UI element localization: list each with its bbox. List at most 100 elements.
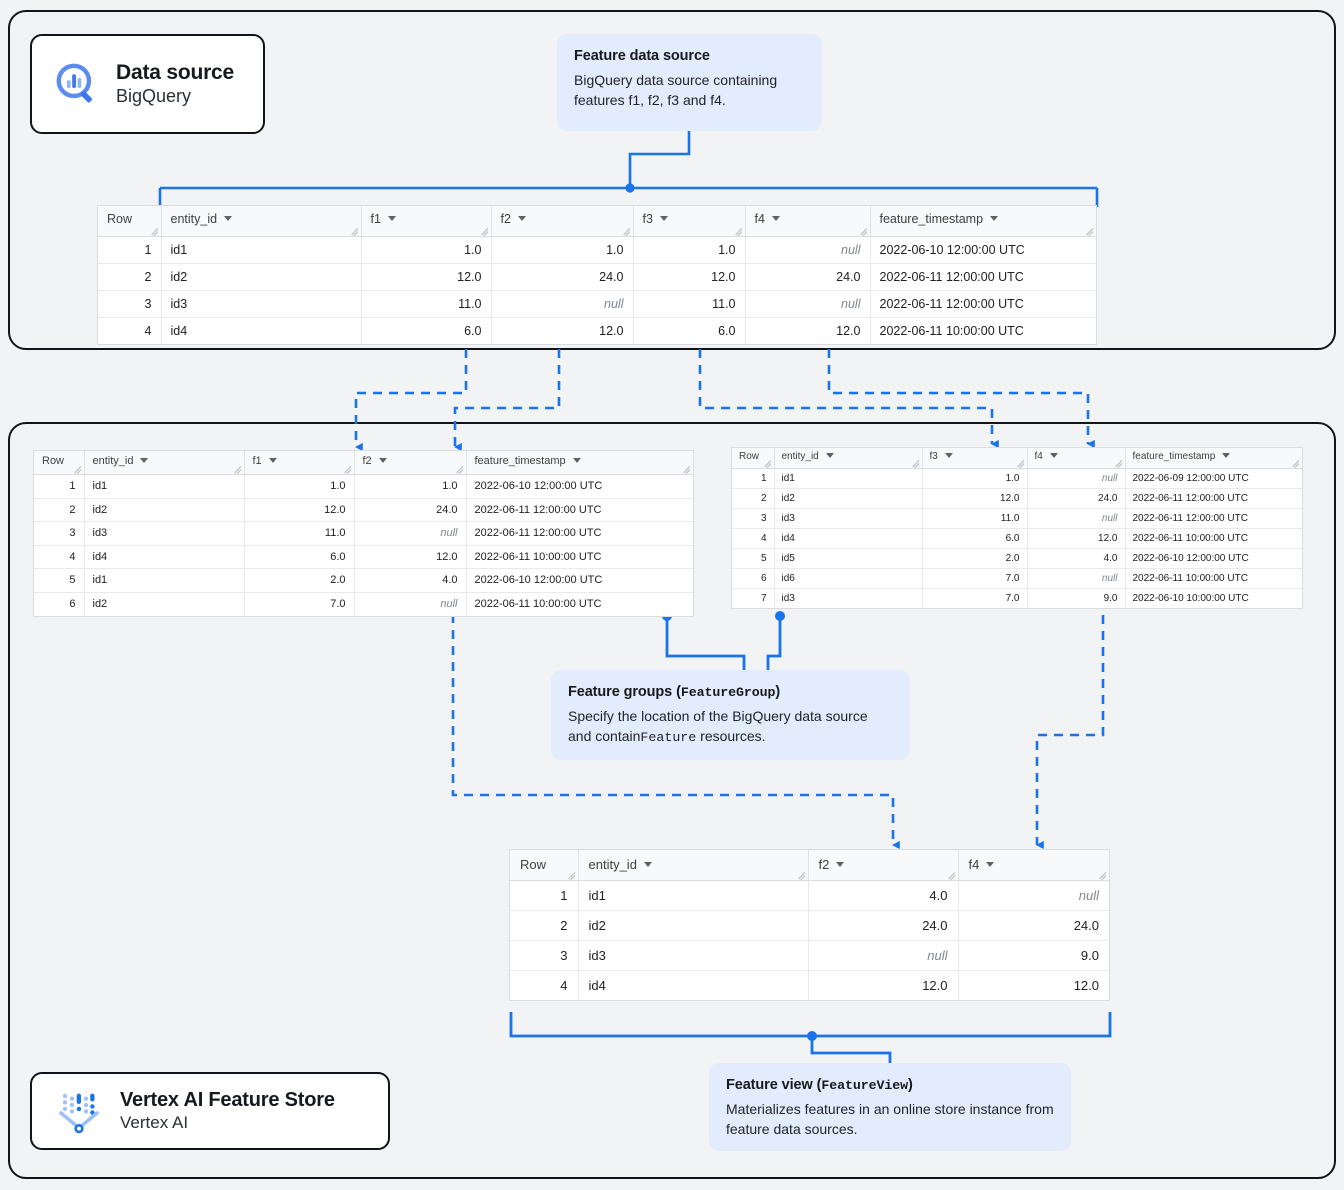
cell-f4: null [1027,568,1126,589]
callout-feature-view: Feature view (FeatureView) Materializes … [709,1063,1071,1151]
column-resize-grip[interactable] [763,458,771,468]
cell-entity_id: id4 [84,545,245,569]
cell-f4: null [958,880,1109,911]
chip-bigquery-title: Data source [116,61,235,84]
cell-entity_id: id3 [774,588,923,608]
chevron-down-icon[interactable] [1222,452,1231,458]
column-resize-grip[interactable] [1291,458,1300,468]
cell-Row: 2 [510,910,579,941]
column-header-feature_timestamp[interactable]: feature_timestamp [870,206,1096,237]
chevron-down-icon[interactable] [643,862,652,868]
column-header-f4[interactable]: f4 [1027,448,1126,469]
chevron-down-icon[interactable] [572,457,581,463]
cell-entity_id: id5 [774,548,923,569]
cell-Row: 3 [98,290,162,318]
column-resize-grip[interactable] [911,458,919,468]
column-header-feature_timestamp[interactable]: feature_timestamp [466,451,693,475]
column-header-f3[interactable]: f3 [633,206,746,237]
column-header-f4[interactable]: f4 [745,206,871,237]
chevron-down-icon[interactable] [224,216,233,222]
chevron-down-icon[interactable] [1049,452,1058,458]
column-header-f1[interactable]: f1 [244,451,355,475]
column-resize-grip[interactable] [734,226,742,237]
chevron-down-icon[interactable] [944,452,953,458]
cell-f4: 24.0 [958,910,1109,941]
column-resize-grip[interactable] [1098,870,1107,880]
column-header-Row[interactable]: Row [732,448,775,469]
callout-feature-groups-body-part2: resources. [696,727,766,744]
column-resize-grip[interactable] [567,870,575,880]
column-resize-grip[interactable] [343,464,351,475]
null-value: null [1101,472,1118,484]
cell-f1: 6.0 [361,317,492,344]
column-resize-grip[interactable] [455,464,463,475]
chevron-down-icon[interactable] [659,216,668,222]
column-header-Row[interactable]: Row [510,850,579,881]
chevron-down-icon[interactable] [986,862,995,868]
column-resize-grip[interactable] [73,464,81,475]
cell-f2: 1.0 [354,474,467,499]
chevron-down-icon[interactable] [771,216,780,222]
column-header-f2[interactable]: f2 [808,850,959,881]
column-resize-grip[interactable] [1085,226,1094,237]
column-header-entity_id[interactable]: entity_id [84,451,245,475]
column-header-entity_id[interactable]: entity_id [578,850,809,881]
column-header-Row[interactable]: Row [34,451,85,475]
cell-Row: 1 [510,880,579,911]
column-resize-grip[interactable] [480,226,488,237]
column-header-f4[interactable]: f4 [958,850,1109,881]
callout-feature-view-title-close: ) [908,1077,913,1093]
column-resize-grip[interactable] [1016,458,1024,468]
column-resize-grip[interactable] [233,464,241,475]
column-header-Row[interactable]: Row [98,206,162,237]
cell-Row: 5 [34,568,85,593]
column-resize-grip[interactable] [622,226,630,237]
column-header-entity_id[interactable]: entity_id [774,448,923,469]
chevron-down-icon[interactable] [836,862,845,868]
chevron-down-icon[interactable] [990,216,999,222]
column-header-feature_timestamp[interactable]: feature_timestamp [1125,448,1302,469]
column-resize-grip[interactable] [947,870,955,880]
cell-f2: 4.0 [808,880,959,911]
cell-entity_id: id1 [84,568,245,593]
column-header-f2[interactable]: f2 [354,451,467,475]
column-resize-grip[interactable] [350,226,358,237]
cell-feature_timestamp: 2022-06-11 12:00:00 UTC [466,521,693,546]
column-header-f1[interactable]: f1 [361,206,492,237]
chevron-down-icon[interactable] [825,452,834,458]
callout-feature-view-title-code: FeatureView [821,1078,908,1093]
chevron-down-icon[interactable] [140,457,149,463]
column-resize-grip[interactable] [859,226,867,237]
cell-entity_id: id4 [161,317,362,344]
cell-f1: 7.0 [244,592,355,616]
cell-f4: 9.0 [1027,588,1126,608]
cell-feature_timestamp: 2022-06-10 10:00:00 UTC [1132,592,1249,604]
chevron-down-icon[interactable] [517,216,526,222]
chevron-down-icon[interactable] [387,216,396,222]
cell-feature_timestamp: 2022-06-11 10:00:00 UTC [474,598,602,610]
cell-Row: 6 [34,592,85,616]
column-header-entity_id[interactable]: entity_id [161,206,362,237]
column-header-f3[interactable]: f3 [922,448,1028,469]
chevron-down-icon[interactable] [378,457,387,463]
column-header-f2[interactable]: f2 [491,206,634,237]
column-resize-grip[interactable] [797,870,805,880]
cell-Row: 2 [98,263,162,291]
column-resize-grip[interactable] [682,464,691,475]
cell-entity_id: id6 [774,568,923,589]
cell-Row: 3 [34,521,85,546]
column-resize-grip[interactable] [150,226,158,237]
cell-entity_id: id3 [578,940,809,971]
chevron-down-icon[interactable] [268,457,277,463]
column-resize-grip[interactable] [1114,458,1122,468]
